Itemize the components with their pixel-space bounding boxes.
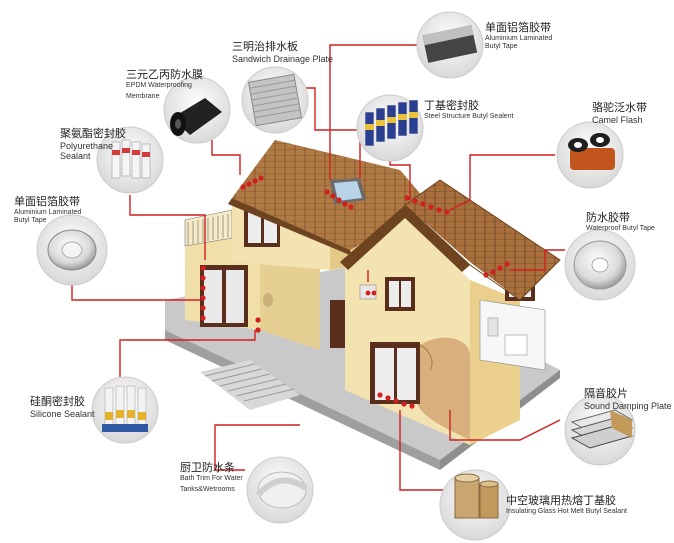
label-insulating-butyl: 中空玻璃用热熔丁基胶 Insulating Glass Hot Melt But… bbox=[506, 494, 628, 516]
leader-sound bbox=[449, 410, 561, 441]
label-en-2: Tanks&Wetrooms bbox=[180, 485, 235, 493]
sealing-points bbox=[200, 175, 510, 409]
product-polyurethane bbox=[96, 126, 164, 194]
leader-insulating bbox=[399, 410, 450, 491]
label-en-2: Membrane bbox=[126, 92, 160, 100]
label-drainage-plate: 三明治排水板 Sandwich Drainage Plate bbox=[232, 40, 334, 64]
leader-epdm bbox=[211, 140, 241, 175]
label-cn: 骆驼泛水带 bbox=[592, 101, 647, 114]
label-en-2: Butyl Tape bbox=[14, 216, 47, 224]
label-en-2: Sealant bbox=[60, 150, 91, 161]
label-cn: 单面铝箔胶带 bbox=[485, 21, 551, 34]
label-cn: 聚氨酯密封胶 bbox=[60, 127, 126, 140]
leader-drainage bbox=[300, 87, 361, 178]
label-en: Steel Structure Butyl Sealent bbox=[424, 112, 514, 120]
leader-waterproof bbox=[510, 249, 565, 271]
label-en: Sandwich Drainage Plate bbox=[232, 53, 334, 64]
label-en: Bath Trim For Water bbox=[180, 474, 243, 482]
product-camel-flash bbox=[556, 121, 624, 189]
leader-bath bbox=[214, 424, 300, 471]
leader-silicone bbox=[119, 330, 256, 385]
label-bath-trim: 厨卫防水条 Bath Trim For Water Tanks&Wetrooms bbox=[180, 461, 243, 494]
label-sound-damping: 隔音胶片 Sound Damping Plate bbox=[584, 387, 672, 411]
product-insulating-butyl bbox=[439, 469, 511, 541]
label-en-2: Butyl Tape bbox=[485, 42, 518, 50]
product-bath-trim bbox=[246, 456, 314, 524]
product-waterproof-tape bbox=[564, 229, 636, 301]
label-cn: 硅酮密封胶 bbox=[30, 395, 85, 408]
label-aluminium-tape-left: 单面铝箔胶带 Aluminium Laminated Butyl Tape bbox=[14, 195, 82, 225]
leader-aluminium-top bbox=[329, 44, 418, 180]
label-en: EPDM Waterproofing bbox=[126, 81, 192, 89]
label-en: Silicone Sealant bbox=[30, 408, 95, 419]
leader-aluminium-left bbox=[71, 285, 200, 301]
label-cn: 隔音胶片 bbox=[584, 387, 628, 400]
product-silicone bbox=[91, 376, 159, 444]
label-en: Aluminium Laminated bbox=[14, 208, 82, 216]
label-steel-butyl: 丁基密封胶 Steel Structure Butyl Sealent bbox=[424, 99, 514, 121]
label-en: Camel Flash bbox=[592, 114, 643, 125]
label-epdm: 三元乙丙防水膜 EPDM Waterproofing Membrane bbox=[126, 68, 203, 101]
leader-camel bbox=[449, 154, 555, 211]
label-aluminium-tape-top: 单面铝箔胶带 Aluminium Laminated Butyl Tape bbox=[485, 21, 553, 51]
product-drainage-plate bbox=[241, 66, 309, 134]
label-camel-flash: 骆驼泛水带 Camel Flash bbox=[592, 101, 647, 125]
label-cn: 三元乙丙防水膜 bbox=[126, 68, 203, 81]
product-steel-butyl bbox=[356, 94, 424, 162]
label-waterproof-tape: 防水胶带 Waterproof Butyl Tape bbox=[586, 211, 655, 233]
label-cn: 防水胶带 bbox=[586, 211, 630, 224]
label-cn: 三明治排水板 bbox=[232, 40, 298, 53]
label-silicone: 硅酮密封胶 Silicone Sealant bbox=[30, 395, 95, 419]
label-cn: 单面铝箔胶带 bbox=[14, 195, 80, 208]
label-en: Waterproof Butyl Tape bbox=[586, 224, 655, 232]
product-aluminium-tape-left bbox=[36, 214, 108, 286]
label-en: Sound Damping Plate bbox=[584, 400, 672, 411]
label-cn: 中空玻璃用热熔丁基胶 bbox=[506, 494, 616, 507]
label-cn: 丁基密封胶 bbox=[424, 99, 479, 112]
product-epdm-membrane bbox=[163, 76, 231, 144]
label-en: Polyurethane bbox=[60, 140, 114, 151]
label-polyurethane: 聚氨酯密封胶 Polyurethane Sealant bbox=[60, 127, 126, 161]
product-sound-damping bbox=[564, 394, 636, 466]
label-cn: 厨卫防水条 bbox=[180, 461, 235, 474]
label-en: Aluminium Laminated bbox=[485, 34, 553, 42]
leader-polyurethane bbox=[129, 195, 206, 260]
product-aluminium-tape-top bbox=[416, 11, 484, 79]
label-en: Insulating Glass Hot Melt Butyl Sealant bbox=[506, 507, 628, 515]
